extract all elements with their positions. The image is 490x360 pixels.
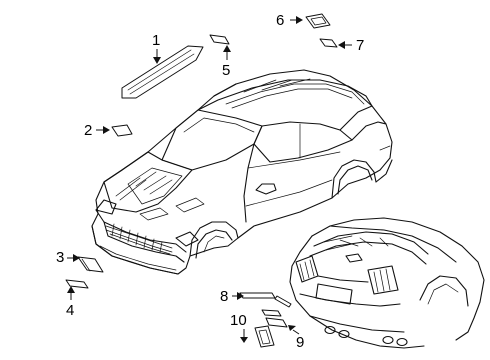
callout-label-1: 1 <box>152 32 160 49</box>
part-1-stripe <box>121 45 204 99</box>
callout-5: 5 <box>222 45 231 79</box>
part-10-emblem <box>254 325 275 348</box>
callout-label-3: 3 <box>56 249 64 266</box>
callout-6: 6 <box>276 12 303 29</box>
callout-7: 7 <box>338 37 364 54</box>
callout-label-4: 4 <box>66 302 74 319</box>
tail-light-left <box>295 255 319 283</box>
callout-label-2: 2 <box>84 122 92 139</box>
part-6-badge <box>305 13 331 29</box>
callout-label-6: 6 <box>276 12 284 29</box>
callout-3: 3 <box>56 249 80 266</box>
part-8-strip <box>239 292 292 308</box>
callout-1: 1 <box>152 32 161 64</box>
part-5-tab <box>209 34 230 45</box>
part-2-decal <box>111 124 133 137</box>
grille-mesh <box>105 223 173 255</box>
callout-label-5: 5 <box>222 62 230 79</box>
callout-2: 2 <box>84 122 110 139</box>
callout-9: 9 <box>288 325 304 351</box>
callout-10: 10 <box>230 312 248 343</box>
callout-label-7: 7 <box>356 37 364 54</box>
callout-label-10: 10 <box>230 312 247 329</box>
car-rear-detail <box>289 217 485 349</box>
callout-label-8: 8 <box>220 288 228 305</box>
exhaust-tips <box>324 325 408 347</box>
callout-4: 4 <box>66 286 75 319</box>
tail-light-right <box>367 265 399 295</box>
callout-8: 8 <box>220 288 244 305</box>
part-7-strip <box>319 38 338 48</box>
part-9-tabs <box>261 309 288 328</box>
part-4-strip <box>65 279 89 289</box>
car-main-view <box>91 69 393 275</box>
part-3-stripe <box>77 256 104 273</box>
callout-label-9: 9 <box>296 334 304 351</box>
